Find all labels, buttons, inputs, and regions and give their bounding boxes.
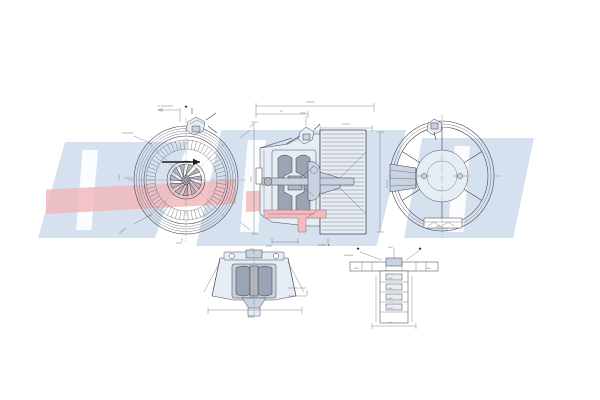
connector-leader-note-label: ▭▭▭▭ bbox=[344, 254, 353, 257]
connector-row-c-label: ▭▭ bbox=[388, 297, 393, 300]
connector-horizontal-bar bbox=[349, 257, 439, 272]
section-top-detail bbox=[285, 116, 321, 145]
housing-centerlines bbox=[441, 114, 504, 238]
section-bottom-left-label: ▭▭ bbox=[266, 244, 272, 248]
view-connector-detail: ★ ★ ▭▭ ▭▭▭▭ ▭▭ ▭▭ ▭▭ ▭▭ ▭▭ ▭▭ ▭▭ bbox=[342, 242, 446, 330]
section-left-span-label: ▭ bbox=[280, 109, 283, 113]
section-bottom-dims bbox=[271, 238, 329, 244]
fan-bottom-label: ▭▭ bbox=[176, 241, 182, 245]
fan-left-edge-label: ▭▭ bbox=[117, 174, 121, 180]
bracket-width-label: ▭▭ bbox=[248, 315, 254, 319]
fan-upper-left-label: ▭▭▭▭ bbox=[122, 131, 133, 135]
housing-nameplate bbox=[423, 217, 463, 229]
fan-top-connector bbox=[185, 108, 218, 136]
section-motor bbox=[261, 149, 355, 215]
section-right-span-label: ▭▭▭ bbox=[342, 122, 351, 126]
section-right-height-label: ▭▭▭ bbox=[385, 179, 389, 188]
connector-top-note-label: ▭▭ bbox=[388, 246, 393, 249]
fan-right-edge-label: ▭▭ bbox=[248, 122, 255, 129]
connector-row-a-label: ▭▭ bbox=[388, 277, 393, 280]
connector-row-d-label: ▭▭ bbox=[388, 307, 393, 310]
bracket-dimensions bbox=[207, 248, 306, 320]
connector-row-b-label: ▭▭ bbox=[388, 287, 393, 290]
connector-leaders bbox=[359, 248, 421, 329]
housing-top-connector bbox=[426, 118, 443, 141]
connector-bar-left-label: ▭▭ bbox=[354, 267, 359, 270]
connector-bar-right-label: ▭▭ bbox=[426, 267, 431, 270]
section-top-detail-label: ▭▭ bbox=[300, 111, 306, 115]
view-bracket-bottom: ▭▭ ▭▭ ▭ bbox=[198, 247, 314, 324]
connector-right-star: ★ bbox=[418, 246, 422, 251]
view-housing-rear: ▭▭▭ bbox=[384, 108, 504, 242]
view-fan-front: ⇐ ▭▭▭▭ ★ ▭▭▭▭ ▭▭ ▭▭▭ ▭▭ ▭▭ bbox=[117, 92, 258, 245]
section-left-height-label: ▭▭ bbox=[249, 176, 253, 182]
connector-vertical-body bbox=[379, 270, 409, 324]
housing-side-boss bbox=[389, 163, 417, 193]
rotation-arrow bbox=[162, 158, 200, 166]
fan-top-star: ★ bbox=[184, 104, 188, 109]
housing-nameplate-label: ▭▭▭ bbox=[436, 225, 443, 228]
bracket-right-note-label: ▭▭ bbox=[305, 290, 309, 296]
bracket-top-note-label: ▭ bbox=[250, 247, 253, 251]
section-overall-width-label: ▭▭▭ bbox=[306, 100, 315, 104]
fan-dimension-lines bbox=[124, 108, 251, 242]
connector-left-star: ★ bbox=[356, 246, 360, 251]
view-cross-section: ▭▭▭ ▭ ▭▭▭ ▭▭ ▭▭ ▭▭▭ ▭▭ ▭▭▭ ★ bbox=[248, 92, 390, 248]
section-mount-flange bbox=[263, 209, 327, 233]
fan-centerlines bbox=[128, 118, 246, 242]
watermark-letter-gap-1 bbox=[76, 150, 98, 230]
connector-bottom-dim-label: ▭▭ bbox=[388, 321, 393, 324]
fan-lower-left-label: ▭▭▭ bbox=[118, 226, 127, 235]
fan-top-leader-label: ⇐ ▭▭▭▭ bbox=[158, 104, 173, 108]
section-bottom-center-label: ▭▭▭ ★ bbox=[318, 243, 330, 247]
